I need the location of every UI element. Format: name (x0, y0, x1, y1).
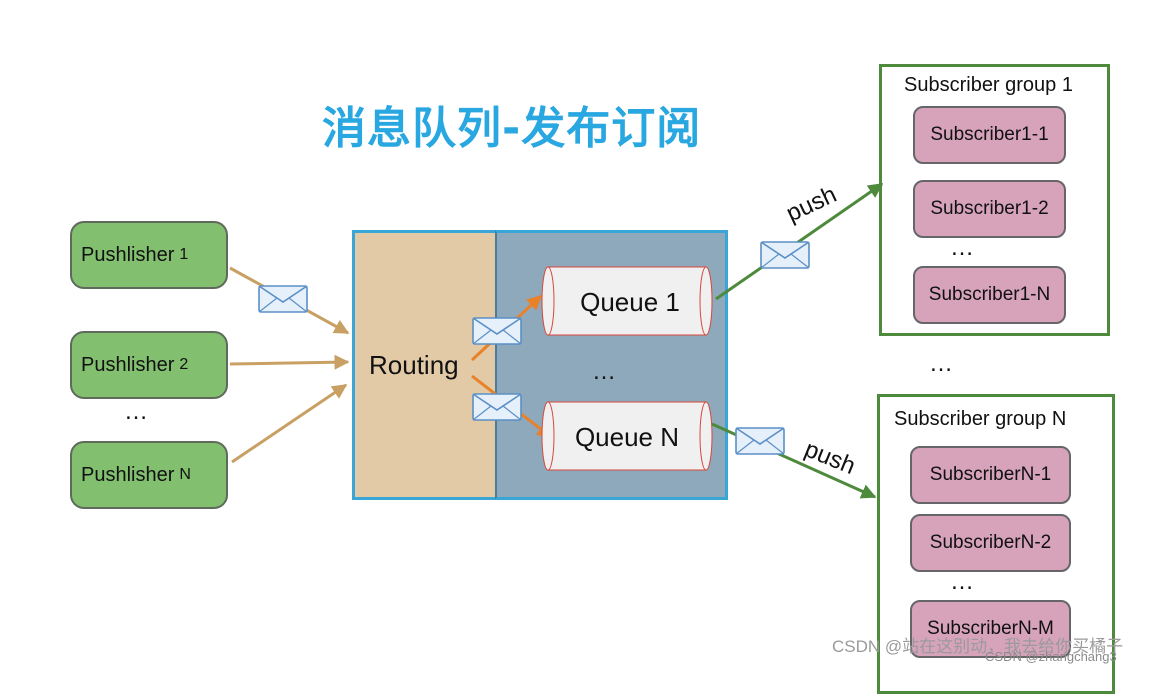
groups-ellipsis: … (929, 350, 955, 377)
publisher-n-arrow (231, 383, 348, 464)
queue-n-label: Queue N (575, 422, 679, 452)
queue-1-label: Queue 1 (580, 287, 680, 317)
subscriber-n-m: SubscriberN-M (910, 600, 1071, 658)
group-1-ellipsis: … (950, 234, 976, 261)
subscriber-n-2: SubscriberN-2 (910, 514, 1071, 572)
connector-layer: Queue 1 Queue N push push (229, 181, 884, 499)
group-title: Subscriber group N (894, 408, 1067, 430)
publisher-index: 1 (179, 246, 189, 263)
watermark-small: CSDN @zhangchang3 (985, 649, 1117, 664)
subscriber-1-1: Subscriber1-1 (913, 106, 1066, 164)
envelope-icon (735, 427, 785, 455)
envelope-icon (472, 393, 522, 421)
publisher-label: Pushlisher (81, 463, 175, 486)
publisher-label: Pushlisher (81, 353, 175, 376)
publisher-index: 2 (179, 356, 189, 373)
queue-n-cylinder: Queue N (541, 401, 713, 471)
group-title: Subscriber group 1 (904, 74, 1073, 96)
publisher-ellipsis: … (124, 398, 150, 425)
group-n-ellipsis: … (950, 568, 976, 595)
publisher-label: Pushlisher (81, 243, 175, 266)
subscriber-1-n: Subscriber1-N (913, 266, 1066, 324)
publisher-2-arrow (229, 354, 350, 370)
watermark: CSDN @站在这别动，我去给你买橘子 (832, 637, 1124, 656)
routing-panel (352, 230, 497, 500)
push-label-n: push (801, 436, 859, 481)
routing-label: Routing (369, 350, 459, 380)
queue-ellipsis: … (592, 358, 618, 385)
diagram-title: 消息队列-发布订阅 (322, 103, 702, 154)
envelope-icon (258, 285, 308, 313)
subscriber-1-2: Subscriber1-2 (913, 180, 1066, 238)
publisher-index: N (179, 466, 191, 483)
envelope-icon (760, 241, 810, 269)
subscriber-n-1: SubscriberN-1 (910, 446, 1071, 504)
queue-1-cylinder: Queue 1 (541, 266, 713, 336)
envelope-icon (472, 317, 522, 345)
